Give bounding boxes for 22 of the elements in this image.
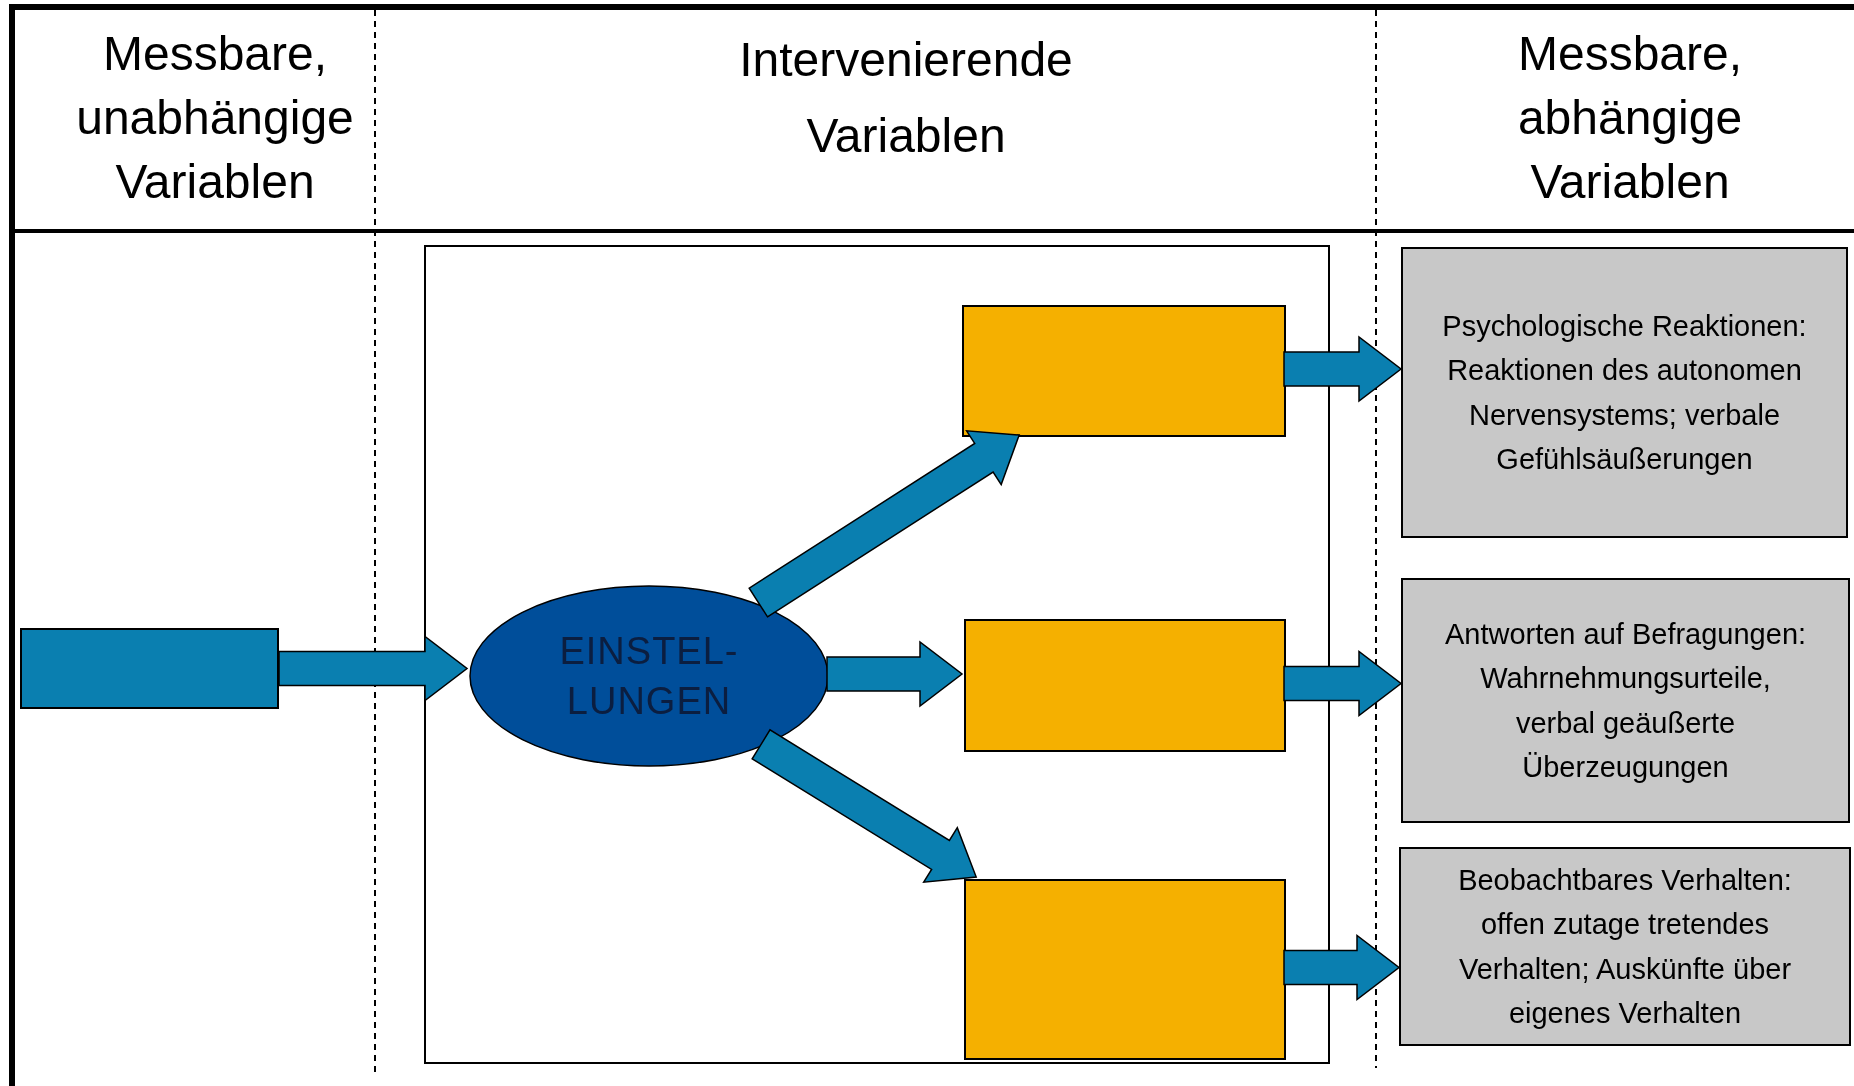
block-arrow — [751, 728, 978, 884]
column-heading: Intervenierende Variablen — [738, 32, 1074, 164]
variable-box — [1399, 847, 1851, 1046]
result-box — [964, 879, 1286, 1060]
box-text: Beobachtbares Verhalten: offen zutage tretendes Verhalten; Auskünfte über eigenes Verhalten — [1457, 862, 1793, 1031]
column-heading: Messbare, abhängige Variablen — [1516, 26, 1744, 210]
ellipse-label: EINSTEL- LUNGEN — [558, 629, 740, 724]
block-arrow — [1283, 650, 1403, 717]
result-box — [964, 619, 1286, 752]
box-text: Antworten auf Befragungen: Wahrnehmungsurteile, verbal geäußerte Überzeugungen — [1443, 616, 1808, 785]
variable-box — [1401, 247, 1848, 538]
block-arrow — [748, 429, 1021, 618]
result-box — [962, 305, 1286, 437]
block-arrow — [1283, 934, 1401, 1001]
variable-box — [1401, 578, 1850, 823]
block-arrow — [826, 640, 964, 708]
process-frame — [424, 245, 1330, 1064]
input-box — [20, 628, 279, 709]
box-text: Psychologische Reaktionen: Reaktionen des autonomen Nervensystems; verbale Gefühlsäußerungen — [1441, 308, 1808, 477]
block-arrow — [1283, 335, 1403, 403]
block-arrow — [278, 635, 469, 702]
column-heading: Messbare, unabhängige Variablen — [75, 26, 355, 210]
